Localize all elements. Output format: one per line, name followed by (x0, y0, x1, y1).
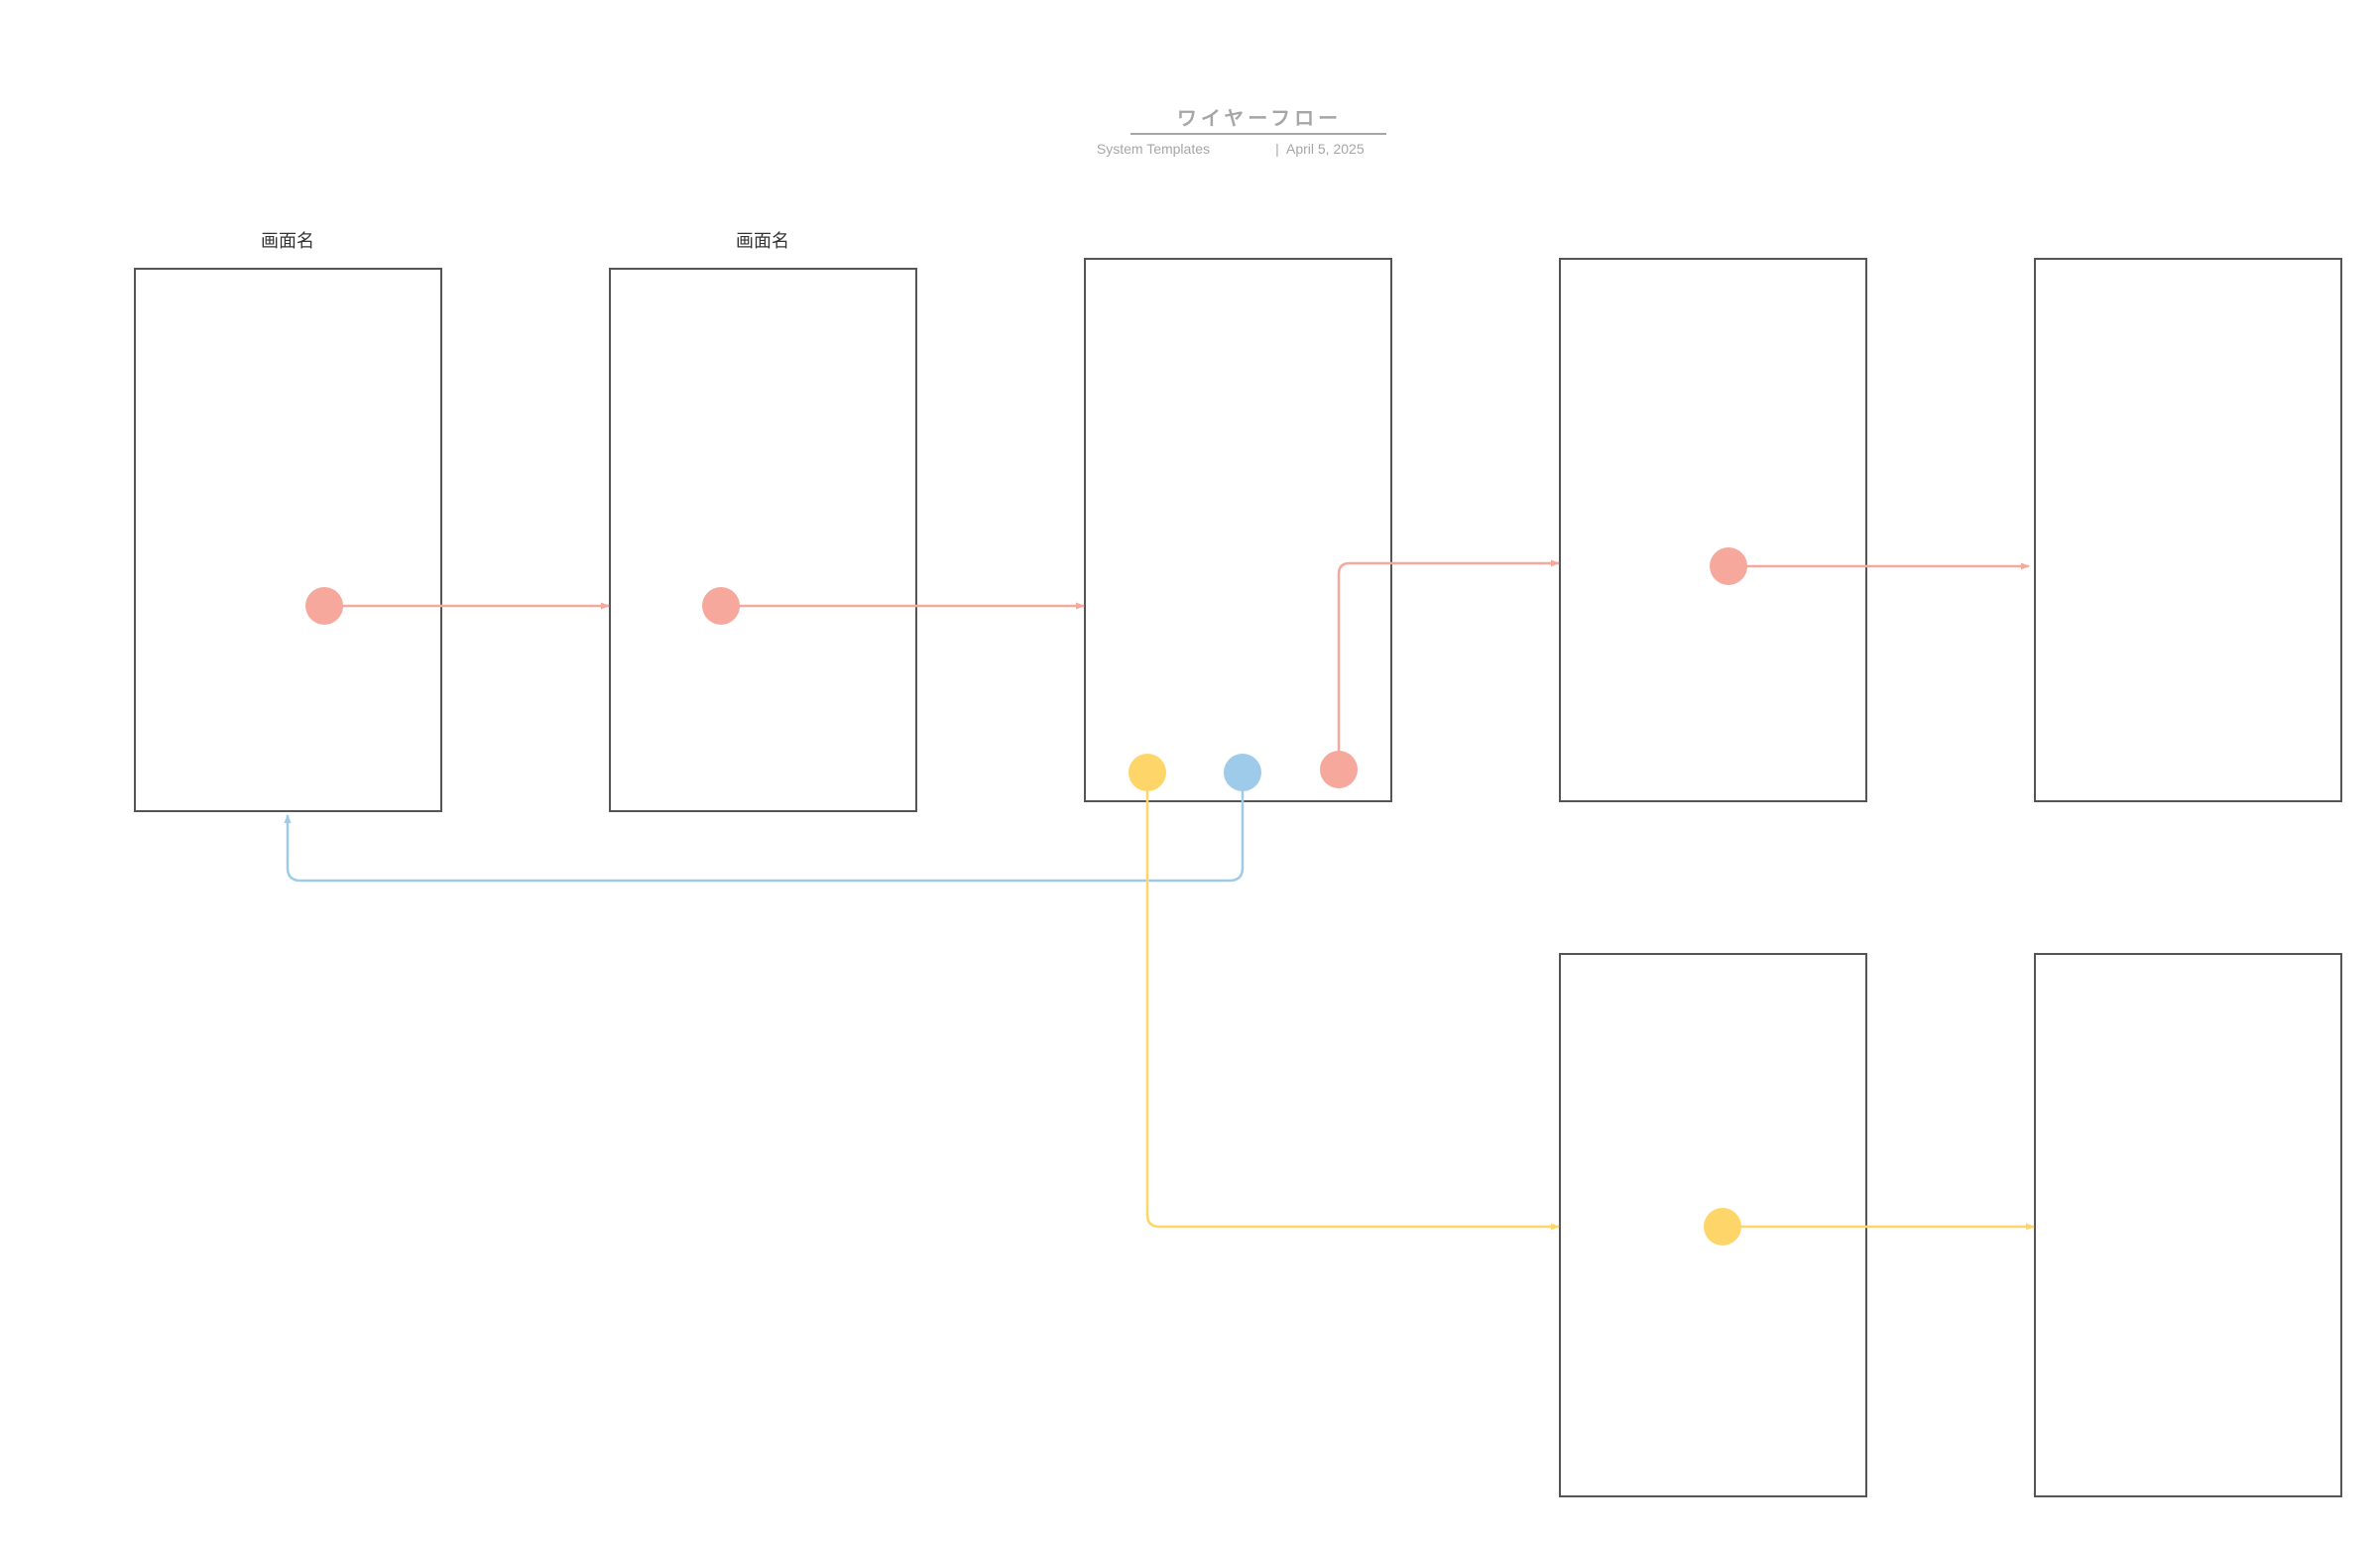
screen-1-frame[interactable] (134, 268, 442, 812)
hotspot-screen-3-red[interactable] (1320, 751, 1358, 788)
hotspot-screen-4[interactable] (1710, 547, 1747, 585)
meta-separator: | (1275, 141, 1279, 157)
hotspot-screen-3-yellow[interactable] (1129, 754, 1166, 791)
page-title: ワイヤーフロー (1177, 106, 1342, 130)
screen-1-label: 画面名 (261, 231, 314, 252)
flow-screen-3-to-screen-1 (284, 785, 1245, 883)
screen-4-frame[interactable] (1559, 258, 1867, 802)
screen-2-frame[interactable] (609, 268, 917, 812)
hotspot-screen-2[interactable] (702, 587, 740, 625)
flow-screen-3-to-screen-4 (1337, 559, 1560, 752)
screen-3-frame[interactable] (1084, 258, 1392, 802)
hotspot-screen-3-blue[interactable] (1224, 754, 1261, 791)
screen-2-label: 画面名 (736, 231, 789, 252)
header: ワイヤーフロー System Templates | April 5, 2025 (1097, 106, 1386, 157)
flow-screen-3-to-screen-6 (1145, 785, 1560, 1231)
hotspot-screen-6[interactable] (1704, 1208, 1741, 1245)
hotspot-screen-1[interactable] (305, 587, 343, 625)
screen-7-frame[interactable] (2034, 953, 2342, 1497)
meta-date: April 5, 2025 (1286, 141, 1365, 157)
screen-5-frame[interactable] (2034, 258, 2342, 802)
meta-source: System Templates (1097, 141, 1210, 157)
